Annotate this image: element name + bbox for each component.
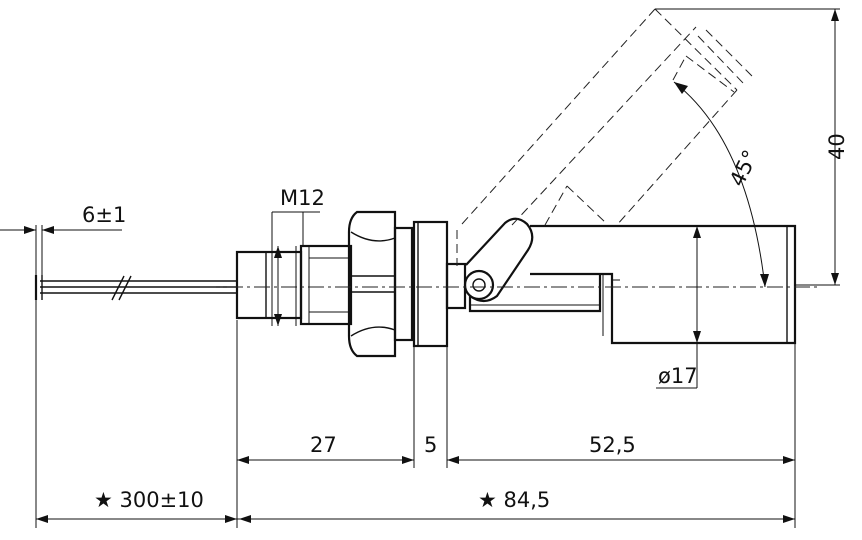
dim-wire-strip-label: 6±1 (82, 203, 126, 227)
dim-segments: 27 5 52,5 (237, 433, 795, 464)
dim-thread: M12 (272, 186, 325, 326)
dim-diameter: ø17 (656, 226, 701, 389)
extension-lines (35, 8, 840, 528)
cable (34, 275, 237, 301)
dim-cable-length-label: ★ 300±10 (94, 488, 204, 512)
dim-flange-label: 5 (424, 433, 437, 457)
dim-body-length-label: 27 (310, 433, 337, 457)
dim-height: 40 (825, 9, 849, 285)
dim-angle-label: 45° (725, 146, 763, 190)
dim-diameter-label: ø17 (658, 364, 698, 388)
tilted-float-outline (461, 8, 753, 227)
dim-thread-label: M12 (280, 186, 325, 210)
cable-sleeve (235, 250, 303, 320)
dim-totals: ★ 300±10 ★ 84,5 (36, 488, 795, 523)
dim-angle: 45° (673, 81, 769, 288)
float-body (468, 224, 797, 345)
dim-float-length-label: 52,5 (589, 433, 636, 457)
hex-nut (347, 210, 414, 358)
threaded-shank (299, 244, 353, 326)
pivot-arm (445, 217, 534, 310)
dim-wire-strip: 6±1 (0, 203, 126, 234)
dim-height-label: 40 (825, 133, 849, 160)
dim-total-length-label: ★ 84,5 (478, 488, 550, 512)
flange (412, 220, 449, 348)
